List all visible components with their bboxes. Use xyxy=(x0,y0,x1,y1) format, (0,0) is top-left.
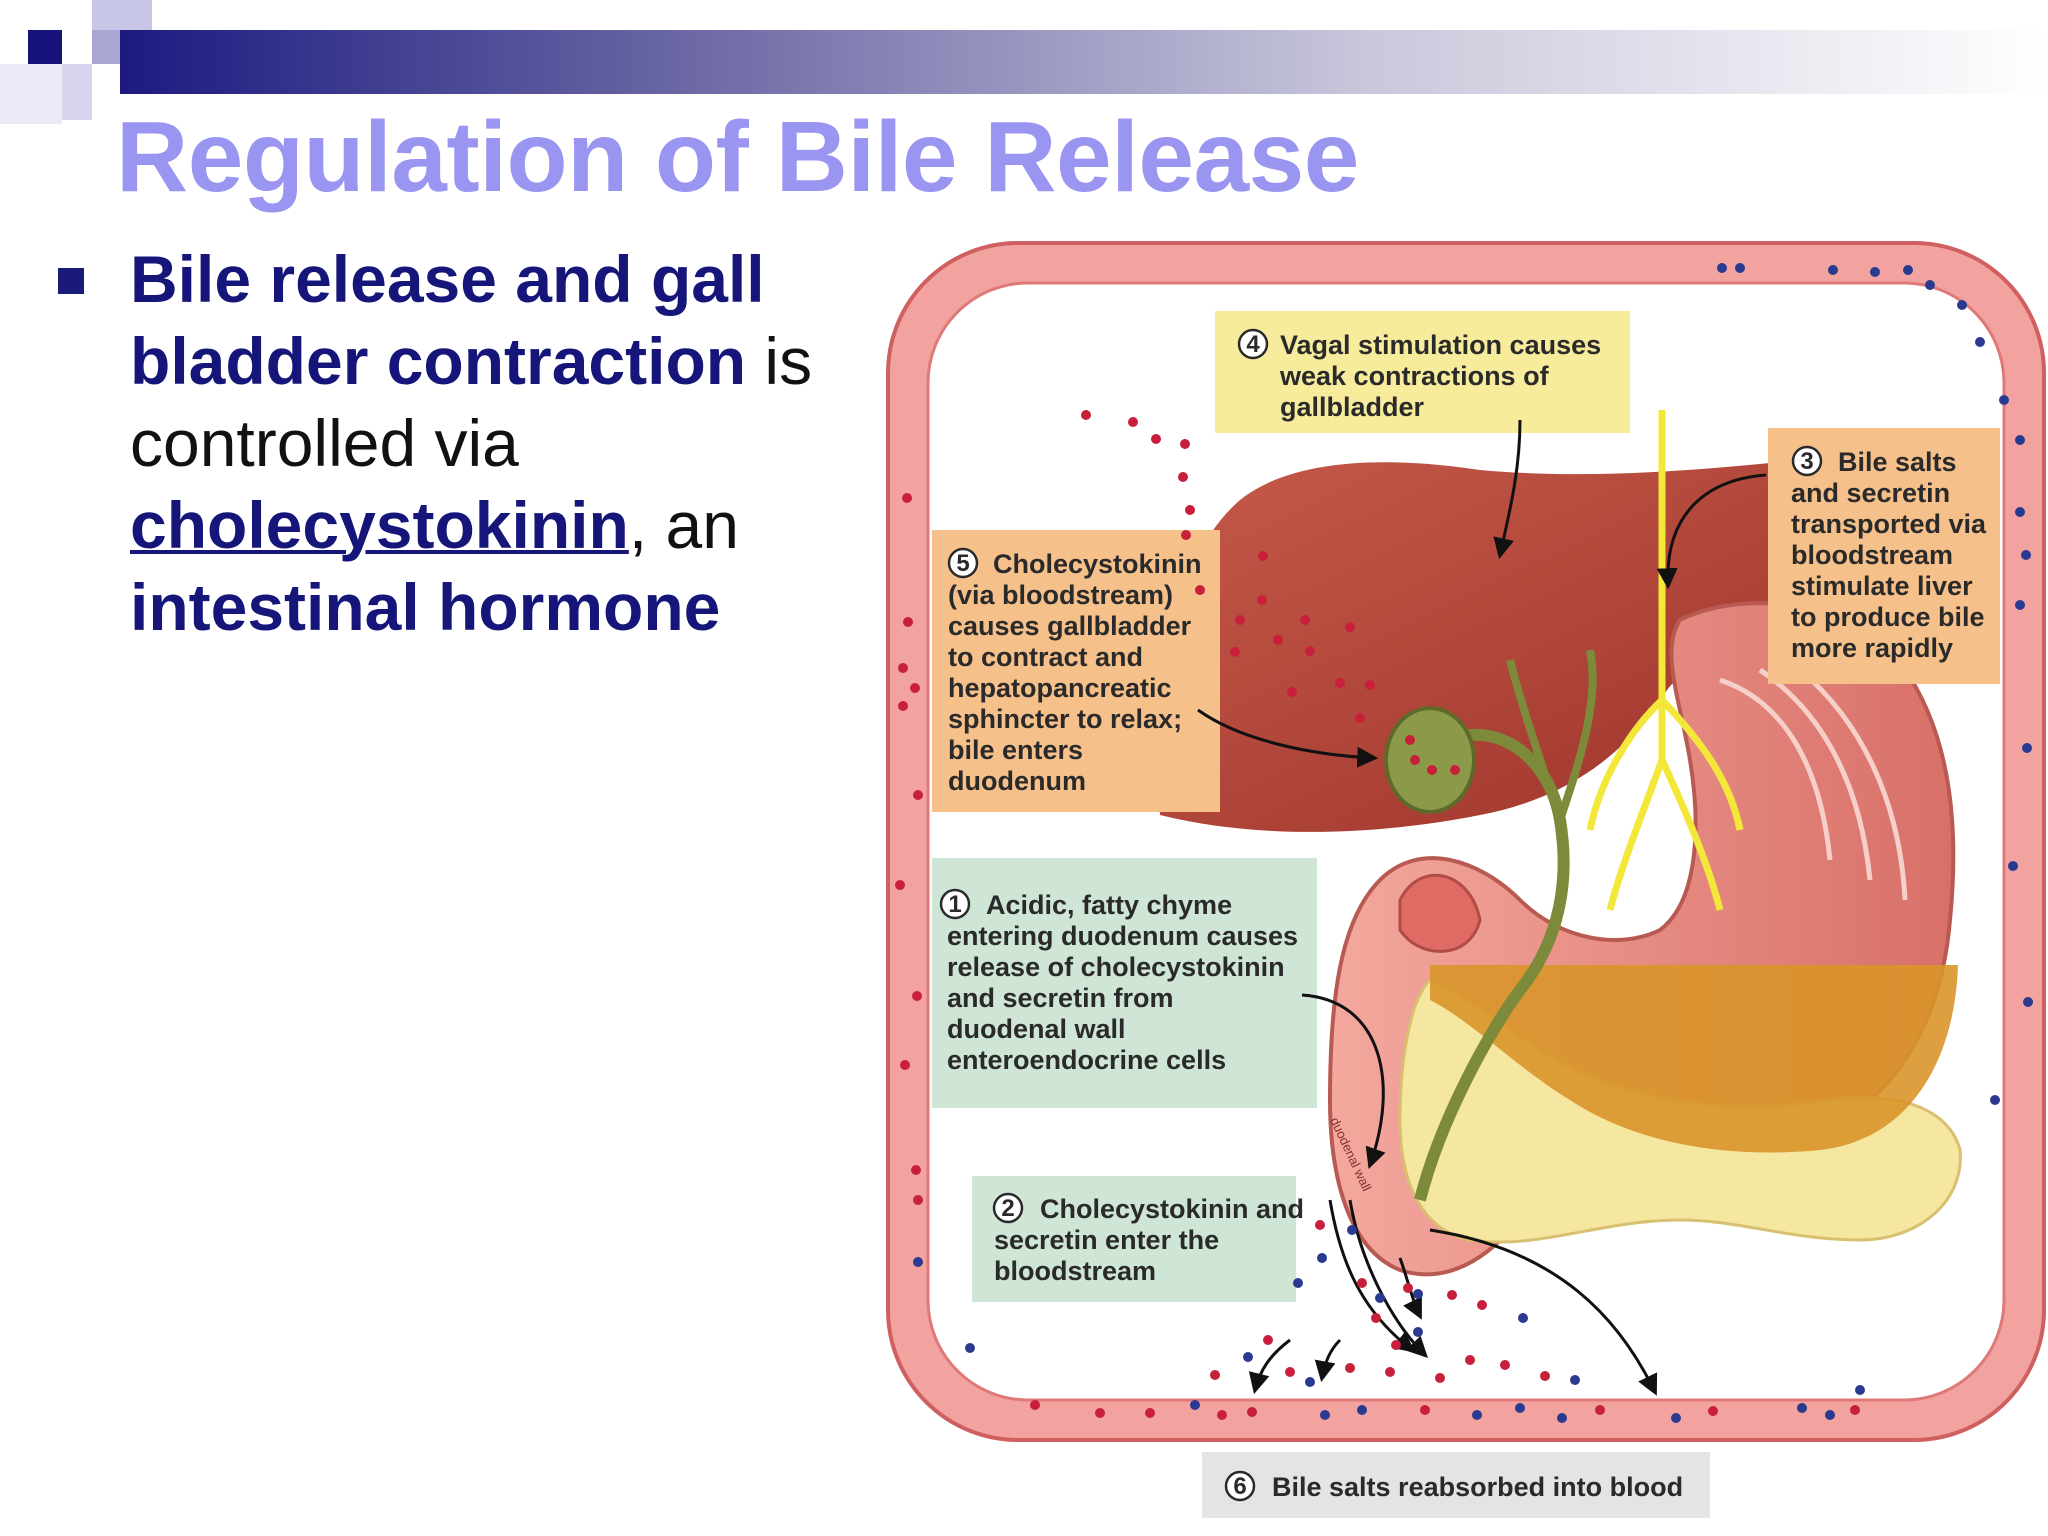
arrow-bloodstream-2 xyxy=(1348,1199,1428,1358)
svg-text:3: 3 xyxy=(1800,448,1813,475)
arrow-left-1 xyxy=(1248,1338,1291,1395)
liver xyxy=(1157,459,1937,832)
arrow-bile-salts xyxy=(1656,473,1767,590)
header-square-dark xyxy=(28,30,62,64)
step-6-marker: 6 xyxy=(1224,1470,1256,1502)
box-6 xyxy=(1202,1452,1710,1518)
cholecystokinin-link[interactable]: cholecystokinin xyxy=(130,488,629,562)
arrow-reabsorb xyxy=(1429,1228,1658,1396)
header-square-mid2 xyxy=(92,30,120,64)
arrow-left-2 xyxy=(1314,1338,1342,1383)
step-1-marker: 1 xyxy=(939,888,971,920)
svg-text:6: 6 xyxy=(1233,1473,1246,1500)
pyloric-valve xyxy=(1398,873,1482,953)
bile-duct xyxy=(1414,728,1570,1202)
gallbladder xyxy=(1384,706,1476,814)
hepatic-ducts xyxy=(1506,649,1597,822)
bullet-text: Bile release and gall bladder contractio… xyxy=(130,238,830,648)
svg-text:4: 4 xyxy=(1246,331,1260,358)
label-3-text: Bile salts and secretin transported via … xyxy=(1791,447,1994,663)
bullet-emphasis-1: Bile release and gall bladder contractio… xyxy=(130,242,765,398)
svg-text:5: 5 xyxy=(956,550,969,577)
label-4-text: Vagal stimulation causes weak contractio… xyxy=(1279,330,1609,422)
step-3-marker: 3 xyxy=(1791,445,1823,477)
step-5-marker: 5 xyxy=(947,547,979,579)
bile-release-diagram: duodenal wall 4 3 5 1 2 6 Vagal stimulat… xyxy=(886,241,2046,1518)
arrow-cck-gallbladder xyxy=(1197,708,1379,768)
header-bar xyxy=(120,30,2048,94)
stomach-folds xyxy=(1719,667,1908,901)
box-1 xyxy=(932,858,1317,1108)
arrow-bloodstream-1 xyxy=(1328,1199,1416,1353)
step-2-marker: 2 xyxy=(992,1192,1024,1224)
vessel-cells xyxy=(895,263,2033,1423)
arrow-vagal xyxy=(1493,419,1522,560)
bullet-plain-1: is controlled via xyxy=(130,324,813,480)
slide-title: Regulation of Bile Release xyxy=(116,101,1359,213)
hormone-particles xyxy=(1081,410,1580,1387)
svg-text:2: 2 xyxy=(1001,1195,1014,1222)
arrow-chyme xyxy=(1301,993,1386,1169)
label-1-text: Acidic, fatty chyme entering duodenum ca… xyxy=(947,890,1306,1075)
bullet-plain-2: , an xyxy=(628,488,739,562)
header-square-mid xyxy=(62,64,92,120)
svg-text:1: 1 xyxy=(948,891,961,918)
box-5 xyxy=(932,530,1220,812)
label-5-text: Cholecystokinin (via bloodstream) causes… xyxy=(948,549,1209,796)
bullet-emphasis-2: intestinal hormone xyxy=(130,570,721,644)
header-square-light xyxy=(92,0,152,30)
label-2-text: Cholecystokinin and secretin enter the b… xyxy=(994,1194,1312,1286)
box-2 xyxy=(972,1176,1296,1302)
chyme-contents xyxy=(1430,965,1958,1153)
label-6-text: Bile salts reabsorbed into blood xyxy=(1272,1472,1683,1502)
header-square-fade xyxy=(0,64,62,124)
bullet-marker xyxy=(58,268,84,294)
step-4-marker: 4 xyxy=(1237,328,1269,360)
box-4 xyxy=(1215,311,1630,433)
